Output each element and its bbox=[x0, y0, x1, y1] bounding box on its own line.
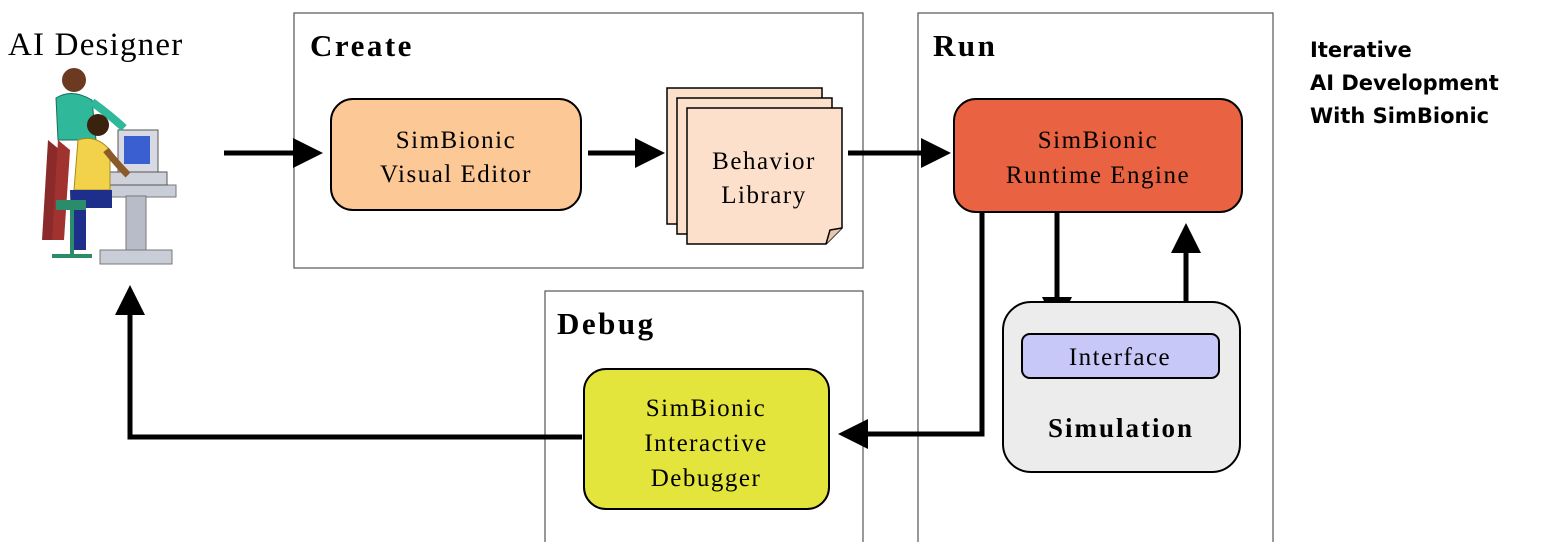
debugger-line1: SimBionic bbox=[646, 395, 766, 422]
behavior-library-line2: Library bbox=[721, 182, 806, 209]
arrow-engine-to-debugger bbox=[838, 213, 985, 449]
simulation-label: Simulation bbox=[1048, 413, 1194, 443]
runtime-engine-box bbox=[953, 98, 1243, 213]
designer-illustration bbox=[42, 68, 177, 265]
designer-label: AI Designer bbox=[8, 27, 183, 63]
arrow-debugger-to-designer bbox=[115, 285, 582, 440]
behavior-library-line1: Behavior bbox=[712, 148, 816, 175]
caption-line2: AI Development bbox=[1310, 71, 1499, 95]
runtime-engine-line2: Runtime Engine bbox=[1006, 162, 1190, 189]
caption-line3: With SimBionic bbox=[1310, 104, 1490, 128]
simulation-box bbox=[1002, 301, 1241, 473]
runtime-engine-node: SimBionic Runtime Engine bbox=[953, 98, 1243, 213]
behavior-library-node: Behavior Library bbox=[666, 87, 843, 245]
debugger-line2: Interactive bbox=[644, 430, 767, 457]
debugger-box bbox=[583, 368, 830, 510]
create-stage-title: Create bbox=[310, 28, 414, 63]
debug-stage-title: Debug bbox=[557, 306, 656, 341]
diagram-caption: Iterative AI Development With SimBionic bbox=[1310, 34, 1499, 133]
debugger-node: SimBionic Interactive Debugger bbox=[583, 368, 830, 510]
debugger-line3: Debugger bbox=[651, 465, 762, 492]
simulation-node: Interface Simulation bbox=[1002, 301, 1241, 473]
visual-editor-node: SimBionic Visual Editor bbox=[330, 98, 582, 211]
caption-line1: Iterative bbox=[1310, 38, 1412, 62]
library-page-front bbox=[686, 107, 843, 245]
run-stage-frame bbox=[917, 12, 1274, 542]
interface-box bbox=[1021, 333, 1220, 379]
visual-editor-line1: SimBionic bbox=[396, 127, 516, 154]
interface-label: Interface bbox=[1069, 344, 1171, 371]
library-page-fold bbox=[825, 227, 843, 245]
run-stage-title: Run bbox=[933, 28, 997, 63]
visual-editor-line2: Visual Editor bbox=[380, 161, 532, 188]
runtime-engine-line1: SimBionic bbox=[1038, 127, 1158, 154]
visual-editor-box bbox=[330, 98, 582, 211]
